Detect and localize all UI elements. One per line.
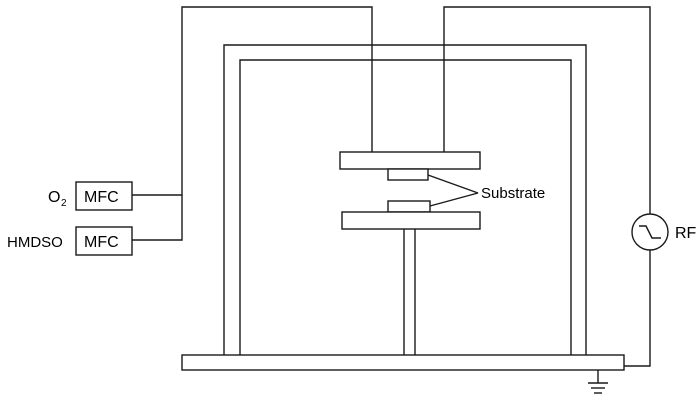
bottom-electrode (341, 211, 481, 230)
substrate-pointer (427, 174, 479, 207)
rf-feed-line (443, 6, 651, 367)
o2-label: O (48, 189, 60, 206)
base-plate (181, 354, 625, 371)
ground-icon (588, 370, 608, 394)
top-electrode (339, 151, 481, 170)
substrate-label: Substrate (481, 185, 545, 202)
rf-source-icon (631, 213, 669, 251)
rf-label: RF (675, 225, 697, 242)
mfc-label-o2: MFC (84, 189, 119, 206)
bottom-substrate (387, 200, 431, 213)
o2-subscript: 2 (61, 198, 67, 209)
electrode-support (403, 229, 416, 355)
hmdso-label: HMDSO (7, 234, 63, 251)
mfc-box-o2 (75, 181, 133, 211)
top-substrate (387, 168, 429, 181)
mfc-label-hmdso: MFC (84, 234, 119, 251)
mfc-box-hmdso (75, 226, 133, 256)
gas-feed-lines (132, 6, 373, 241)
chamber-wall (223, 44, 587, 355)
